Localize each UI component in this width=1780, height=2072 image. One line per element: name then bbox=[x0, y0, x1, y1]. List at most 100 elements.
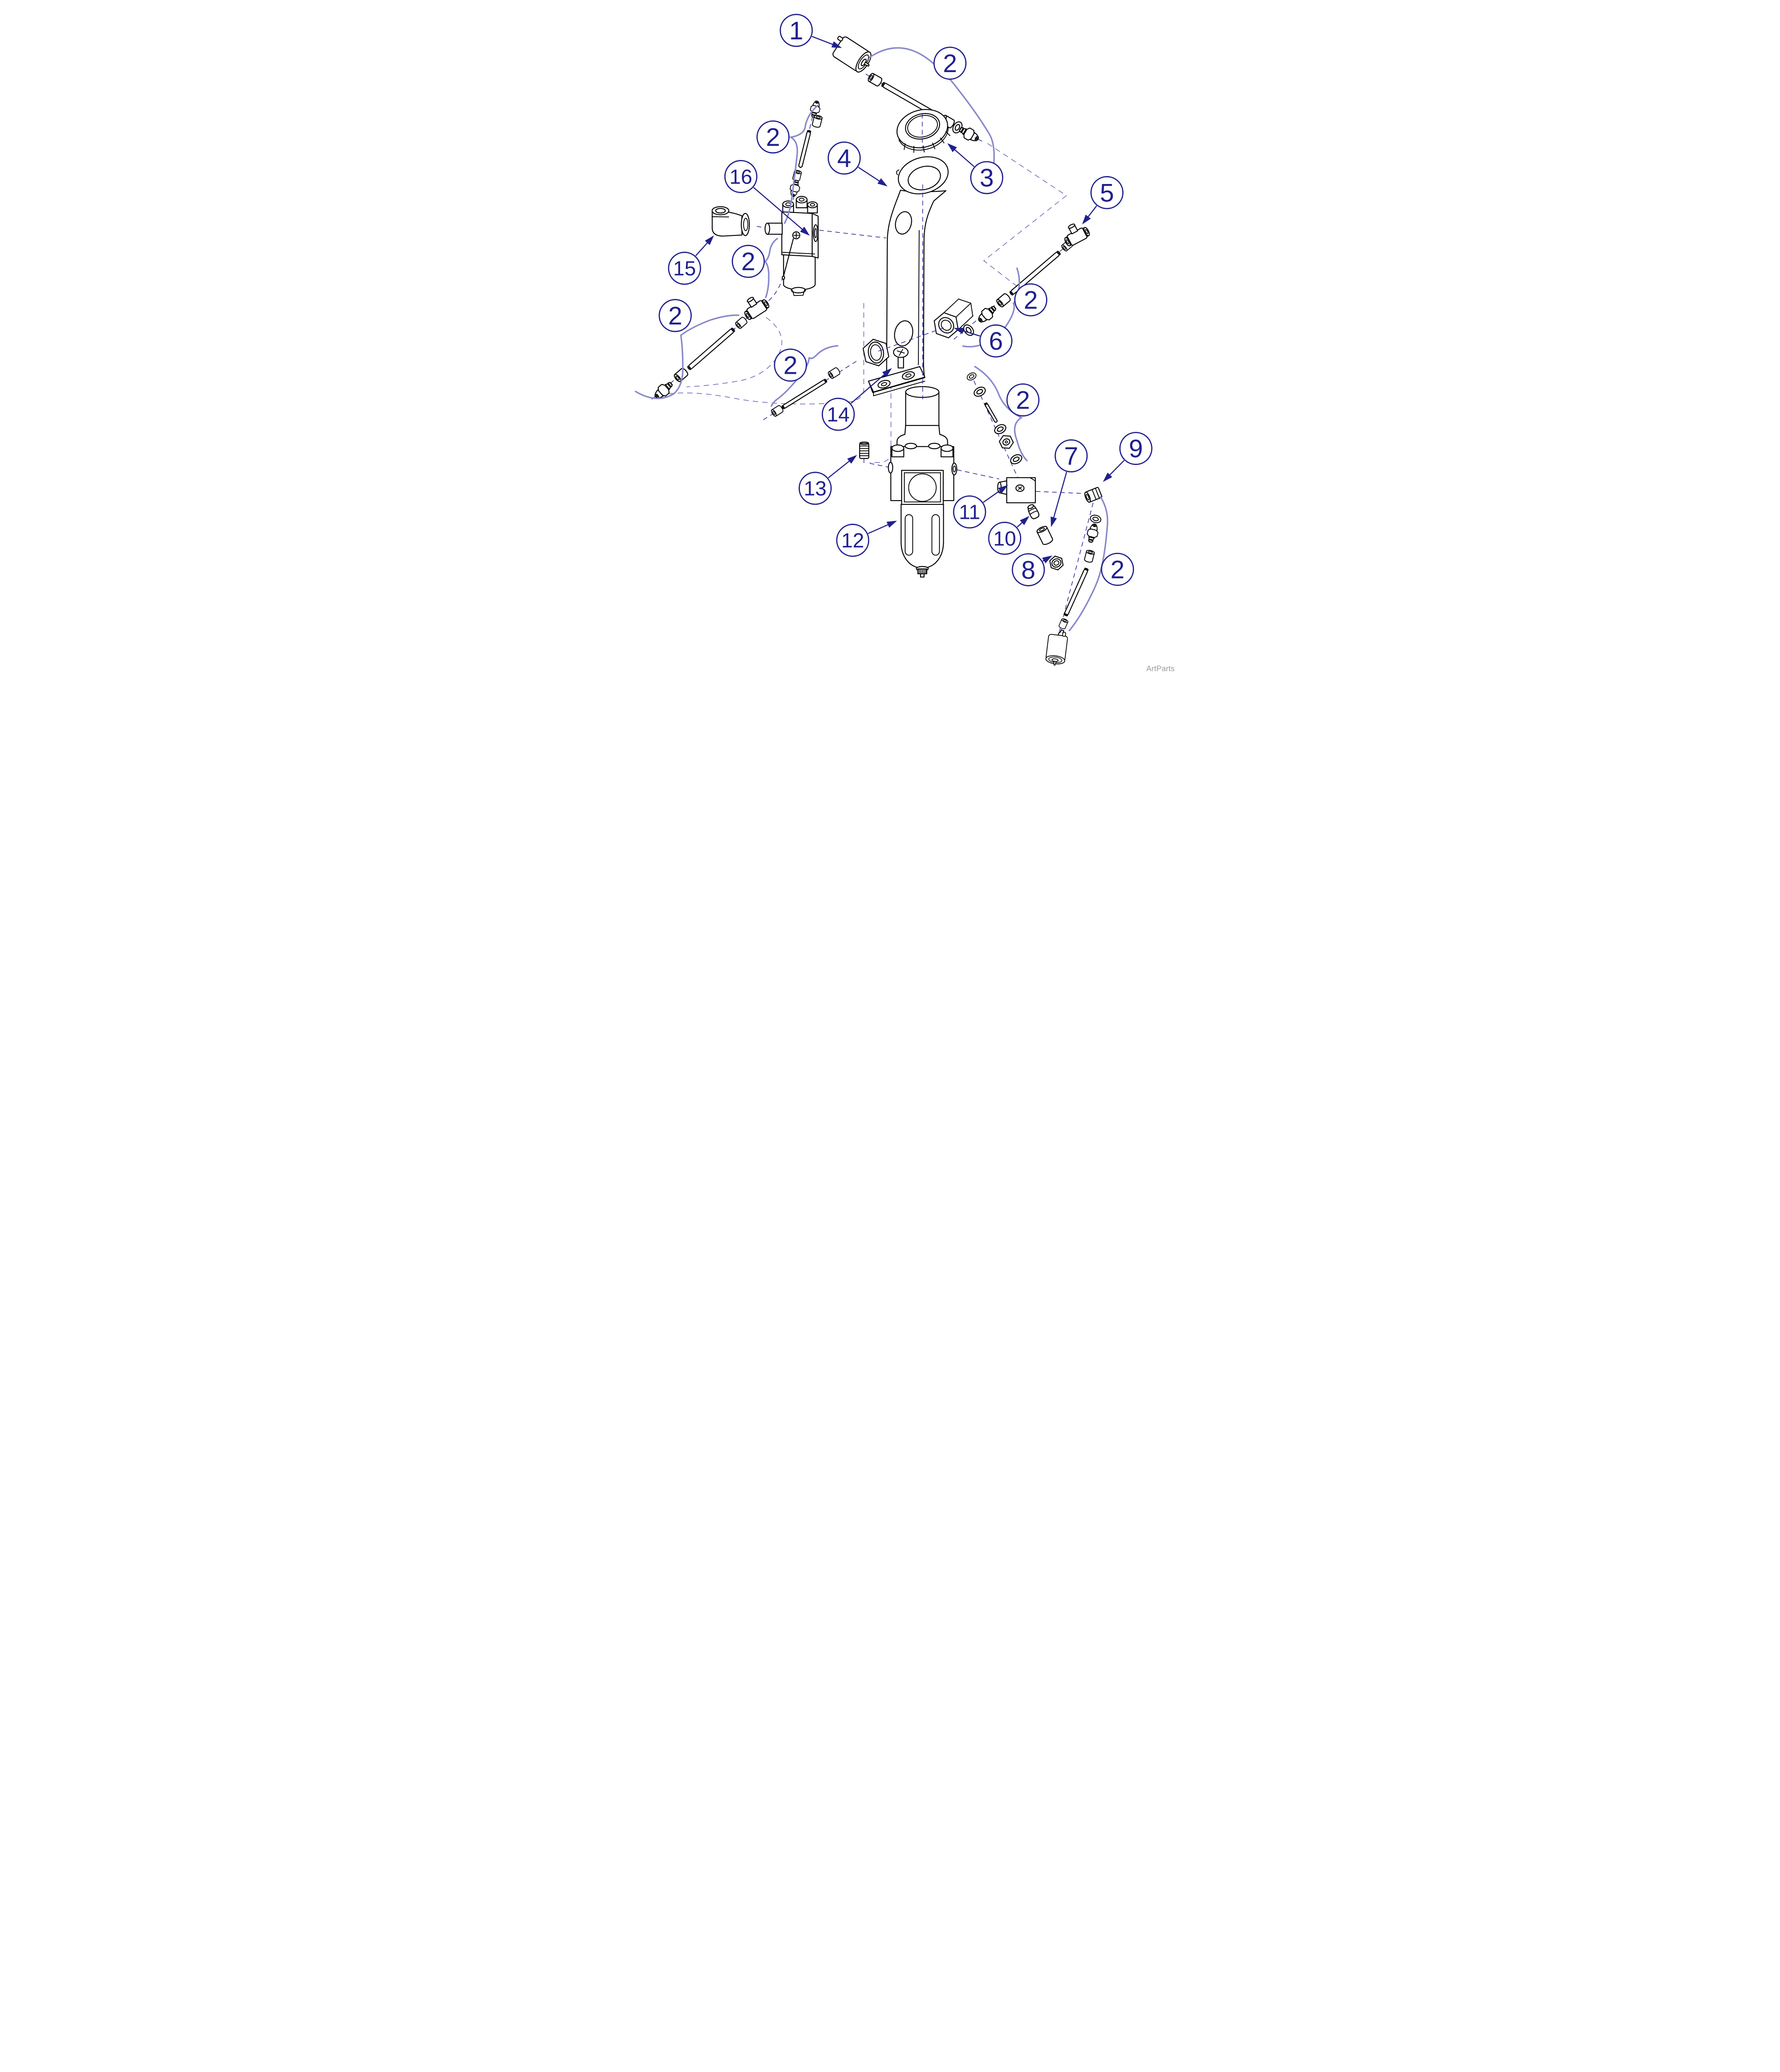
callout-arrow bbox=[1087, 205, 1097, 218]
callout-2: 2 bbox=[1014, 283, 1047, 317]
callout-number: 2 bbox=[668, 302, 682, 330]
callout-arrowhead bbox=[998, 485, 1008, 494]
callout-arrow bbox=[695, 242, 708, 257]
callout-balloon bbox=[988, 522, 1021, 555]
hex-nut-8 bbox=[1049, 555, 1063, 571]
ring-nut bbox=[896, 109, 950, 153]
callout-balloon bbox=[827, 141, 861, 175]
right-tube-assembly bbox=[961, 239, 1074, 338]
callout-balloon bbox=[658, 299, 692, 332]
callout-arrow bbox=[983, 489, 1001, 503]
brace-bottom-right-tube bbox=[1068, 496, 1108, 632]
callout-balloon bbox=[773, 349, 807, 382]
callout-8: 8 bbox=[1011, 553, 1052, 586]
callout-number: 2 bbox=[943, 49, 957, 77]
callout-balloon bbox=[724, 160, 758, 193]
callout-number: 11 bbox=[959, 501, 980, 524]
callout-4: 4 bbox=[827, 141, 888, 186]
watermark: ArtParts bbox=[1146, 664, 1174, 673]
callout-number: 14 bbox=[827, 403, 850, 426]
callout-2: 2 bbox=[731, 244, 765, 278]
callout-number: 2 bbox=[741, 247, 755, 276]
callout-3: 3 bbox=[947, 143, 1003, 194]
elbow-fitting bbox=[711, 206, 750, 237]
callout-number: 16 bbox=[729, 165, 752, 188]
callout-2: 2 bbox=[756, 120, 789, 154]
hex-coupler-nut bbox=[933, 298, 974, 339]
muffler-cylinder bbox=[1036, 526, 1053, 545]
callout-14: 14 bbox=[821, 368, 892, 431]
callout-6: 6 bbox=[953, 324, 1012, 358]
callout-balloon bbox=[1006, 383, 1039, 417]
callout-number: 13 bbox=[804, 477, 826, 500]
callout-number: 12 bbox=[841, 529, 864, 552]
middle-tube-assembly bbox=[770, 366, 841, 418]
callout-number: 1 bbox=[789, 17, 803, 45]
callout-number: 8 bbox=[1021, 556, 1035, 584]
cone-grommet bbox=[1027, 504, 1039, 520]
callout-2: 2 bbox=[933, 46, 966, 80]
callout-number: 3 bbox=[979, 164, 993, 192]
callout-balloon bbox=[970, 161, 1003, 194]
brace-upper-left bbox=[783, 104, 819, 224]
upper-left-tube-assembly bbox=[788, 99, 823, 198]
callout-15: 15 bbox=[668, 235, 714, 285]
callout-arrowhead bbox=[953, 328, 964, 334]
callout-balloon bbox=[821, 397, 855, 431]
filter-regulator bbox=[887, 386, 957, 578]
callout-arrowhead bbox=[877, 178, 888, 186]
callout-arrow bbox=[753, 187, 803, 230]
callout-number: 2 bbox=[783, 351, 797, 380]
callout-arrowhead bbox=[886, 520, 897, 528]
callout-balloon bbox=[933, 46, 966, 80]
callout-arrowhead bbox=[882, 368, 892, 377]
inline-filter-canister bbox=[827, 33, 876, 76]
callout-2: 2 bbox=[1100, 552, 1134, 586]
nut-fitting-9 bbox=[1084, 487, 1102, 503]
threaded-plug bbox=[859, 441, 869, 459]
callout-arrow bbox=[1016, 522, 1023, 528]
callout-arrowhead bbox=[1042, 555, 1052, 564]
callout-arrowhead bbox=[1102, 472, 1112, 482]
callout-balloon bbox=[668, 252, 701, 285]
manifold-block bbox=[997, 477, 1036, 503]
callout-arrow bbox=[850, 373, 885, 404]
callout-number: 10 bbox=[993, 527, 1016, 550]
callout-5: 5 bbox=[1082, 176, 1124, 225]
callout-7: 7 bbox=[1050, 439, 1088, 527]
callout-arrowhead bbox=[1082, 214, 1091, 225]
callout-13: 13 bbox=[798, 455, 857, 505]
callout-number: 2 bbox=[766, 123, 780, 151]
callout-2: 2 bbox=[1006, 383, 1039, 417]
callout-balloon bbox=[836, 523, 869, 557]
callout-2: 2 bbox=[773, 349, 807, 382]
overlay-dashed-lines bbox=[878, 114, 947, 399]
callout-2: 2 bbox=[658, 299, 692, 332]
callout-arrowhead bbox=[799, 227, 810, 236]
callout-balloon bbox=[756, 120, 789, 154]
callout-arrow bbox=[954, 149, 974, 167]
callout-number: 6 bbox=[989, 327, 1003, 355]
left-tube-assembly bbox=[651, 316, 748, 402]
callout-9: 9 bbox=[1102, 432, 1153, 482]
callout-arrowhead bbox=[1050, 516, 1057, 527]
callout-number: 4 bbox=[837, 144, 851, 172]
callout-balloon bbox=[1119, 432, 1153, 465]
mounting-bracket bbox=[862, 156, 949, 397]
brace-left-tube bbox=[635, 314, 739, 399]
bottom-right-tube-assembly bbox=[1044, 513, 1102, 667]
callout-balloon bbox=[1054, 439, 1088, 473]
callout-arrowhead bbox=[831, 41, 842, 48]
callout-balloon bbox=[1090, 176, 1124, 209]
callout-balloon bbox=[779, 14, 813, 47]
callout-arrow bbox=[1109, 460, 1124, 476]
callout-arrow bbox=[962, 330, 980, 337]
callout-arrow bbox=[811, 36, 833, 45]
callout-16: 16 bbox=[724, 160, 810, 236]
callout-balloon bbox=[731, 244, 765, 278]
callout-balloon bbox=[1011, 553, 1045, 586]
callout-number: 9 bbox=[1129, 435, 1143, 463]
